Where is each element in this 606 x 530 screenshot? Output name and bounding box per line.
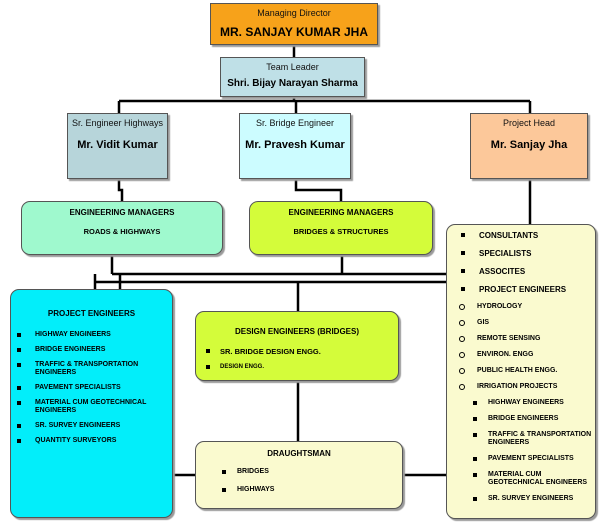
design-engineers-title: DESIGN ENGINEERS (BRIDGES) bbox=[234, 327, 359, 336]
list-item: PAVEMENT SPECIALISTS bbox=[11, 384, 172, 392]
list-item: MATERIAL CUM GEOTECHNICAL ENGINEERS bbox=[11, 399, 172, 415]
list-item: MATERIAL CUM GEOTECHNICAL ENGINEERS bbox=[447, 471, 595, 487]
team-leader-box: Team Leader Shri. Bijay Narayan Sharma bbox=[220, 57, 365, 97]
highways-engineer-role: Sr. Engineer Highways bbox=[71, 118, 164, 128]
team-leader-role: Team Leader bbox=[266, 62, 319, 72]
connector-bridges-managers bbox=[294, 179, 343, 201]
bridge-engineer-role: Sr. Bridge Engineer bbox=[255, 118, 335, 128]
list-item: BRIDGE ENGINEERS bbox=[11, 346, 172, 354]
consultants-box: CONSULTANTS SPECIALISTS ASSOCITES PROJEC… bbox=[446, 224, 596, 519]
project-head-role: Project Head bbox=[502, 118, 556, 128]
list-item: BRIDGE ENGINEERS bbox=[447, 415, 595, 423]
project-head-box: Project Head Mr. Sanjay Jha bbox=[470, 113, 588, 179]
managing-director-role: Managing Director bbox=[257, 8, 331, 18]
engineering-managers-bridges-title: ENGINEERING MANAGERS bbox=[288, 208, 394, 217]
list-item: SR. SURVEY ENGINEERS bbox=[447, 495, 595, 503]
bridge-engineer-box: Sr. Bridge Engineer Mr. Pravesh Kumar bbox=[239, 113, 351, 179]
list-item: PAVEMENT SPECIALISTS bbox=[447, 455, 595, 463]
project-engineers-list: HIGHWAY ENGINEERS BRIDGE ENGINEERS TRAFF… bbox=[11, 331, 172, 445]
team-leader-name: Shri. Bijay Narayan Sharma bbox=[227, 78, 358, 89]
managing-director-box: Managing Director MR. SANJAY KUMAR JHA bbox=[210, 3, 378, 45]
list-item: TRAFFIC & TRANSPORTATION ENGINEERS bbox=[11, 361, 172, 377]
project-engineers-box: PROJECT ENGINEERS HIGHWAY ENGINEERS BRID… bbox=[10, 289, 173, 518]
engineering-managers-roads-box: ENGINEERING MANAGERS ROADS & HIGHWAYS bbox=[21, 201, 223, 255]
project-head-name: Mr. Sanjay Jha bbox=[490, 139, 568, 151]
project-engineers-title: PROJECT ENGINEERS bbox=[47, 309, 136, 318]
list-item: SPECIALISTS bbox=[447, 249, 595, 258]
draughtsman-title: DRAUGHTSMAN bbox=[267, 449, 331, 458]
draughtsman-list: BRIDGES HIGHWAYS bbox=[196, 468, 402, 494]
bridge-engineer-name: Mr. Pravesh Kumar bbox=[245, 139, 345, 151]
engineering-managers-bridges-subtitle: BRIDGES & STRUCTURES bbox=[293, 227, 389, 236]
list-item: SR. SURVEY ENGINEERS bbox=[11, 422, 172, 430]
list-item: CONSULTANTS bbox=[447, 231, 595, 240]
list-item: PROJECT ENGINEERS bbox=[447, 285, 595, 294]
list-item: ENVIRON. ENGG bbox=[447, 351, 595, 359]
connector-highways-managers bbox=[117, 179, 124, 201]
list-item: ASSOCITES bbox=[447, 267, 595, 276]
consultants-engineer-list: HIGHWAY ENGINEERS BRIDGE ENGINEERS TRAFF… bbox=[447, 399, 595, 503]
list-item: BRIDGES bbox=[196, 468, 402, 476]
managing-director-name: MR. SANJAY KUMAR JHA bbox=[219, 25, 369, 39]
list-item: QUANTITY SURVEYORS bbox=[11, 437, 172, 445]
list-item: IRRIGATION PROJECTS bbox=[447, 383, 595, 391]
design-engineers-list: SR. BRIDGE DESIGN ENGG. DESIGN ENGG. bbox=[196, 347, 398, 371]
list-item: PUBLIC HEALTH ENGG. bbox=[447, 367, 595, 375]
list-item: HYDROLOGY bbox=[447, 303, 595, 311]
highways-engineer-name: Mr. Vidit Kumar bbox=[77, 139, 158, 151]
consultants-sub-list: HYDROLOGY GIS REMOTE SENSING ENVIRON. EN… bbox=[447, 303, 595, 391]
list-item: GIS bbox=[447, 319, 595, 327]
list-item: HIGHWAY ENGINEERS bbox=[447, 399, 595, 407]
list-item: TRAFFIC & TRANSPORTATION ENGINEERS bbox=[447, 431, 595, 447]
engineering-managers-roads-subtitle: ROADS & HIGHWAYS bbox=[83, 227, 161, 236]
draughtsman-box: DRAUGHTSMAN BRIDGES HIGHWAYS bbox=[195, 441, 403, 509]
engineering-managers-bridges-box: ENGINEERING MANAGERS BRIDGES & STRUCTURE… bbox=[249, 201, 433, 255]
list-item: SR. BRIDGE DESIGN ENGG. bbox=[196, 347, 398, 356]
design-engineers-box: DESIGN ENGINEERS (BRIDGES) SR. BRIDGE DE… bbox=[195, 311, 399, 381]
list-item: DESIGN ENGG. bbox=[196, 363, 398, 371]
highways-engineer-box: Sr. Engineer Highways Mr. Vidit Kumar bbox=[67, 113, 168, 179]
list-item: HIGHWAYS bbox=[196, 486, 402, 494]
list-item: HIGHWAY ENGINEERS bbox=[11, 331, 172, 339]
engineering-managers-roads-title: ENGINEERING MANAGERS bbox=[69, 208, 175, 217]
consultants-top-list: CONSULTANTS SPECIALISTS ASSOCITES PROJEC… bbox=[447, 231, 595, 294]
list-item: REMOTE SENSING bbox=[447, 335, 595, 343]
